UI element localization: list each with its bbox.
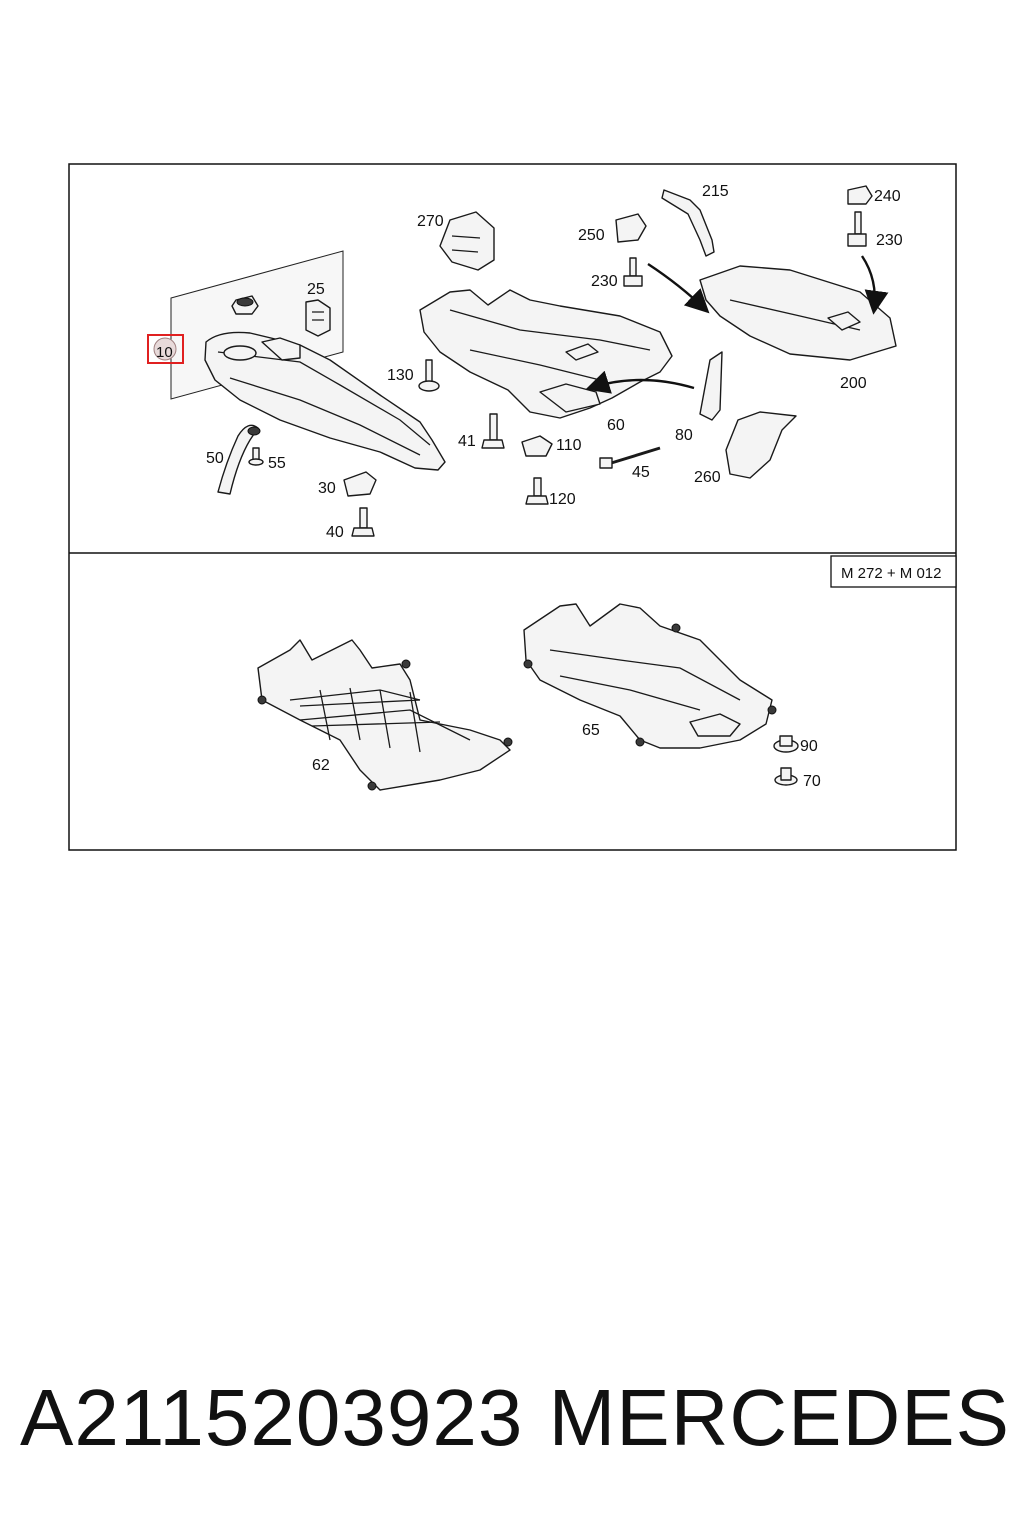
variant-label: M 272 + M 012: [841, 565, 941, 582]
grommet-part-90: [773, 735, 799, 753]
front-underbody-panel: [204, 331, 446, 471]
part-number: A2115203923: [20, 1373, 524, 1462]
screw-part-130: [418, 359, 440, 392]
highlight-circle: [153, 337, 177, 361]
engine-underguard: [419, 289, 673, 419]
arrow-to-200: [647, 262, 710, 314]
screw-part-120: [525, 477, 549, 505]
bolt-part-41: [481, 413, 505, 449]
diagram-frame: [68, 163, 957, 851]
screw-part-230-left: [623, 257, 643, 287]
label-120: 120: [549, 491, 576, 508]
underguard-variant-65: [523, 603, 777, 749]
bracket-part-260: [725, 411, 797, 479]
clip-part-240: [847, 185, 873, 205]
label-41: 41: [458, 433, 476, 450]
label-110: 110: [556, 437, 582, 454]
label-65: 65: [582, 722, 600, 739]
label-60: 60: [607, 417, 625, 434]
clip-part-top: [231, 295, 259, 315]
parts-diagram: 270 215 240 250 230 230 25 10 200 130 60…: [68, 163, 957, 851]
label-30: 30: [318, 480, 336, 497]
label-50: 50: [206, 450, 224, 467]
arrow-to-60: [585, 370, 695, 394]
label-25: 25: [307, 281, 325, 298]
label-10: 10: [156, 344, 173, 361]
clip-part-70: [774, 767, 798, 786]
strap-part-215: [661, 189, 715, 257]
variant-label-box: [830, 555, 957, 588]
label-215: 215: [702, 183, 729, 200]
label-62: 62: [312, 757, 330, 774]
screw-part-55: [248, 447, 264, 466]
underguard-variant-62: [257, 639, 513, 791]
cable-tie-part-45: [599, 446, 661, 469]
label-55: 55: [268, 455, 286, 472]
brand-name: MERCEDES: [548, 1373, 1010, 1462]
label-45: 45: [632, 464, 650, 481]
label-200: 200: [840, 375, 867, 392]
footer: A2115203923 MERCEDES: [20, 1368, 1010, 1468]
highlight-box: [147, 334, 184, 364]
label-250: 250: [578, 227, 605, 244]
label-40: 40: [326, 524, 344, 541]
clip-part-30: [343, 471, 377, 497]
clip-part-250: [615, 213, 647, 243]
label-70: 70: [803, 773, 821, 790]
bracket-part-50: [217, 424, 261, 495]
nut-part-110: [521, 435, 553, 457]
bracket-part-270: [439, 211, 495, 271]
retainer-part-25: [305, 299, 331, 337]
label-90: 90: [800, 738, 818, 755]
label-270: 270: [417, 213, 444, 230]
label-230-left: 230: [591, 273, 618, 290]
label-260: 260: [694, 469, 721, 486]
transmission-cover-part-200: [699, 265, 897, 361]
screw-part-230-right: [847, 211, 867, 247]
bolt-part-40: [351, 507, 375, 537]
strip-part-80: [699, 351, 723, 421]
arrow-to-200-right: [861, 255, 889, 315]
label-130: 130: [387, 367, 414, 384]
label-230-right: 230: [876, 232, 903, 249]
label-80: 80: [675, 427, 693, 444]
label-240: 240: [874, 188, 901, 205]
